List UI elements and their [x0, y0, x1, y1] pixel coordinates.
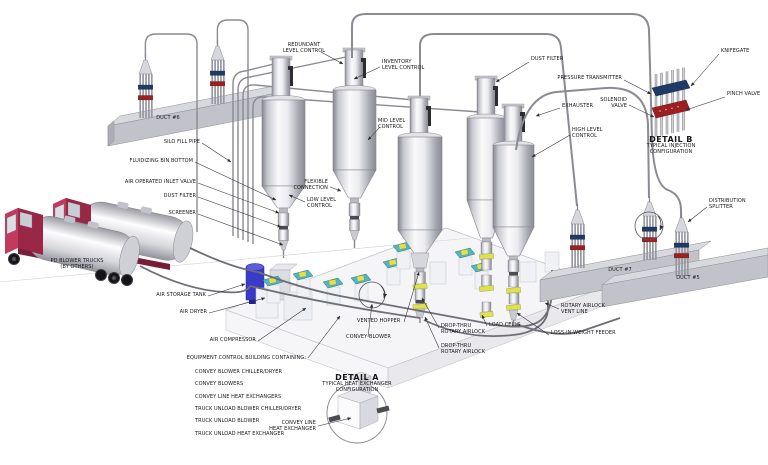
- leader-lines: [194, 51, 726, 427]
- silo-1: [261, 55, 306, 258]
- label-air-storage-tank: AIR STORAGE TANK: [156, 292, 206, 298]
- label-duct-6: DUCT #6: [156, 115, 180, 121]
- label-air-dryer: AIR DRYER: [179, 309, 207, 315]
- label-air-operated-inlet-valve: AIR OPERATED INLET VALVE: [124, 179, 196, 185]
- truck-2-tank: [27, 215, 140, 278]
- label-fluidizing-bin-bottom: FLUIDIZING BIN BOTTOM: [129, 158, 193, 164]
- label-flexible-connection: FLEXIBLE CONNECTION: [293, 179, 328, 191]
- equipment-row: [262, 241, 560, 306]
- detail-a-subtitle: TYPICAL HEAT EXCHANGER CONFIGURATION: [322, 381, 392, 393]
- detail-a-graphic: [326, 371, 390, 444]
- label-equipment-heading: EQUIPMENT CONTROL BUILDING CONTAINING:: [186, 355, 306, 361]
- label-pressure-transmitter: PRESSURE TRANSMITTER: [557, 75, 622, 81]
- label-exhauster: EXHAUSTER: [562, 103, 594, 109]
- knifegate-row: [651, 79, 691, 97]
- label-load-cells: LOAD CELLS: [489, 322, 521, 328]
- truck-2: [5, 208, 140, 286]
- label-knifegate: KNIFEGATE: [721, 48, 750, 54]
- blower-unit: [454, 247, 476, 276]
- equipment-list-item: TRUCK UNLOAD HEAT EXCHANGER: [195, 430, 285, 437]
- label-screener: SCREENER: [168, 210, 196, 216]
- label-convey-line-heat-exchanger: CONVEY LINE HEAT EXCHANGER: [269, 420, 316, 432]
- label-distribution-splitter: DISTRIBUTION SPLITTER: [709, 198, 746, 210]
- silo-fill-pipes: [144, 19, 481, 244]
- equipment-list-item: TRUCK UNLOAD BLOWER: [195, 418, 260, 425]
- label-drop-thru-rotary-airlock-1: DROP-THRU ROTARY AIRLOCK: [441, 323, 486, 335]
- equipment-list: CONVEY BLOWER CHILLER/DRYER CONVEY BLOWE…: [195, 364, 301, 444]
- label-mid-level-control: MID LEVEL CONTROL: [378, 118, 406, 130]
- silo-2: [332, 47, 377, 248]
- label-rotary-airlock-vent-line: ROTARY AIRLOCK VENT LINE: [561, 303, 606, 315]
- injection-cluster-duct7-2: [641, 195, 658, 261]
- equipment-list-item: CONVEY BLOWERS: [195, 381, 244, 388]
- label-duct-7: DUCT #7: [608, 267, 632, 273]
- injection-cluster-duct7-1: [569, 203, 586, 269]
- duct-6: [107, 83, 285, 147]
- equipment-list-item: CONVEY BLOWER CHILLER/DRYER: [195, 368, 282, 375]
- label-redundant-level-control: REDUNDANT LEVEL CONTROL: [282, 42, 326, 54]
- label-silo-fill-pipe: SILO FILL PIPE: [163, 139, 200, 145]
- equipment-list-item: CONVEY LINE HEAT EXCHANGERS: [195, 393, 282, 400]
- silo-3: [397, 95, 443, 323]
- detail-b-title: DETAIL B: [649, 135, 693, 144]
- detail-b-subtitle: TYPICAL INJECTION CONFIGURATION: [646, 143, 696, 155]
- equipment-list-item: TRUCK UNLOAD BLOWER CHILLER/DRYER: [195, 406, 302, 413]
- label-duct-5: DUCT #5: [676, 275, 700, 281]
- convey-pipes-overhead: [351, 13, 682, 218]
- label-vented-hopper: VENTED HOPPER: [357, 318, 401, 324]
- label-dust-filter-top: DUST FILTER: [531, 56, 564, 62]
- label-dust-filter-left: DUST FILTER: [163, 193, 196, 199]
- blower-unit: [350, 273, 372, 302]
- convey-pipes-lower: [139, 247, 621, 338]
- label-drop-thru-rotary-airlock-2: DROP-THRU ROTARY AIRLOCK: [441, 343, 486, 355]
- pinch-valve-row: [651, 99, 691, 119]
- label-pd-blower-trucks: PD BLOWER TRUCKS (BY OTHERS): [50, 258, 104, 270]
- label-pinch-valve: PINCH VALVE: [727, 91, 761, 97]
- convey-blower-circle: [358, 281, 388, 309]
- label-convey-blower: CONVEY BLOWER: [346, 334, 391, 340]
- blower-unit: [322, 277, 344, 306]
- label-inventory-level-control: INVENTORY LEVEL CONTROL: [382, 59, 425, 71]
- blower-unit: [382, 257, 404, 286]
- pd-blower-trucks: [5, 198, 194, 286]
- injection-cluster-duct6-2: [209, 39, 226, 105]
- label-solenoid-valve: SOLENOID VALVE: [600, 97, 627, 109]
- silo-5: [492, 103, 535, 326]
- detail-a-title: DETAIL A: [335, 373, 379, 382]
- label-loss-in-weight-feeder: LOSS-IN-WEIGHT FEEDER: [551, 330, 616, 336]
- label-high-level-control: HIGH LEVEL CONTROL: [572, 127, 603, 139]
- detail-b-graphic: [651, 67, 691, 137]
- truck-2-wheels: [8, 253, 133, 286]
- distribution-splitter-circle: [634, 211, 664, 241]
- injection-cluster-duct6-1: [137, 53, 154, 119]
- label-low-level-control: LOW LEVEL CONTROL: [307, 197, 337, 209]
- label-air-compressor: AIR COMPRESSOR: [209, 337, 256, 343]
